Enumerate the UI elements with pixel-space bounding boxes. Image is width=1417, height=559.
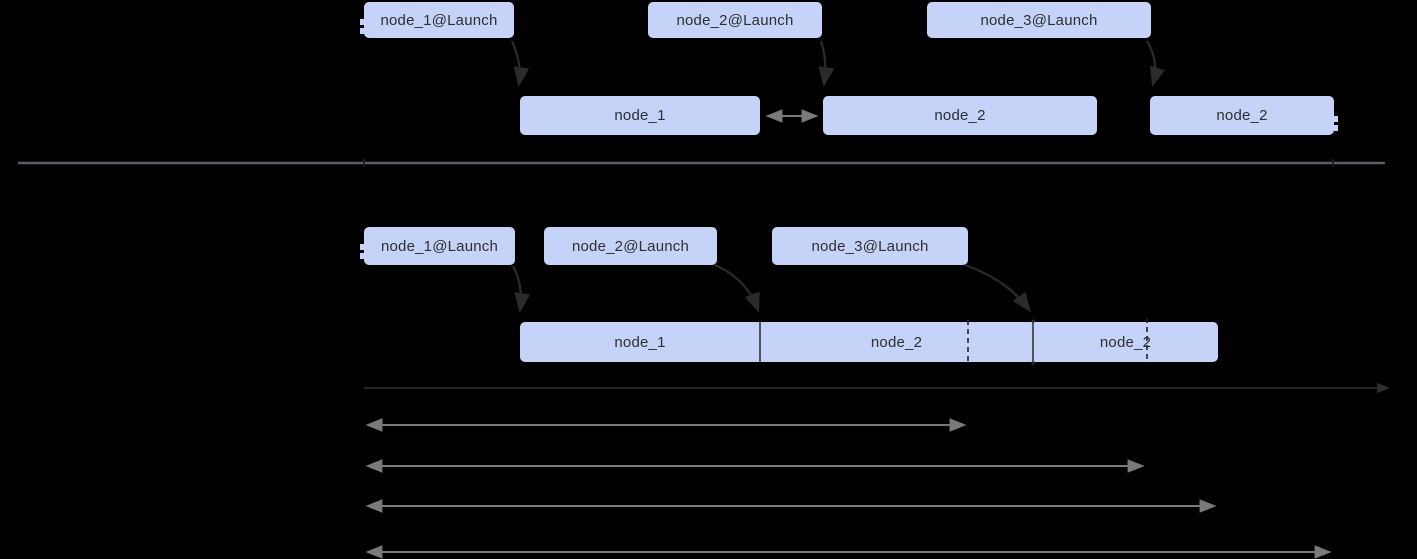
bottom-launch-box-node2: node_2@Launch [544,227,717,265]
bottom-node1-segment: node_1 [520,322,760,362]
top-launch-arrow-node1 [510,40,530,87]
edge-notch [360,19,364,25]
bottom-launch-arrow-node3 [964,263,1031,313]
top-launch-box-node1: node_1@Launch [364,2,514,38]
bottom-node2-segment-first: node_2 [760,322,1033,362]
bottom-launch-box-node3: node_3@Launch [772,227,968,265]
bottom-launch-box-node1: node_1@Launch [364,227,515,265]
bottom-node2-segment-second: node_2 [1033,322,1218,362]
top-launch-box-node3: node_3@Launch [927,2,1151,38]
top-node2-box-first: node_2 [823,96,1097,135]
top-node2-box-second: node_2 [1150,96,1334,135]
bottom-launch-arrow-node2 [714,264,760,313]
top-node1-box: node_1 [520,96,760,135]
edge-notch [360,28,364,34]
top-launch-box-node2: node_2@Launch [648,2,822,38]
edge-notch [1334,125,1338,131]
edge-notch [1334,116,1338,122]
edge-notch [360,244,364,250]
bottom-launch-arrow-node1 [512,265,531,313]
top-launch-arrow-node3 [1146,40,1166,87]
edge-notch [360,253,364,259]
top-launch-arrow-node2 [818,40,835,87]
